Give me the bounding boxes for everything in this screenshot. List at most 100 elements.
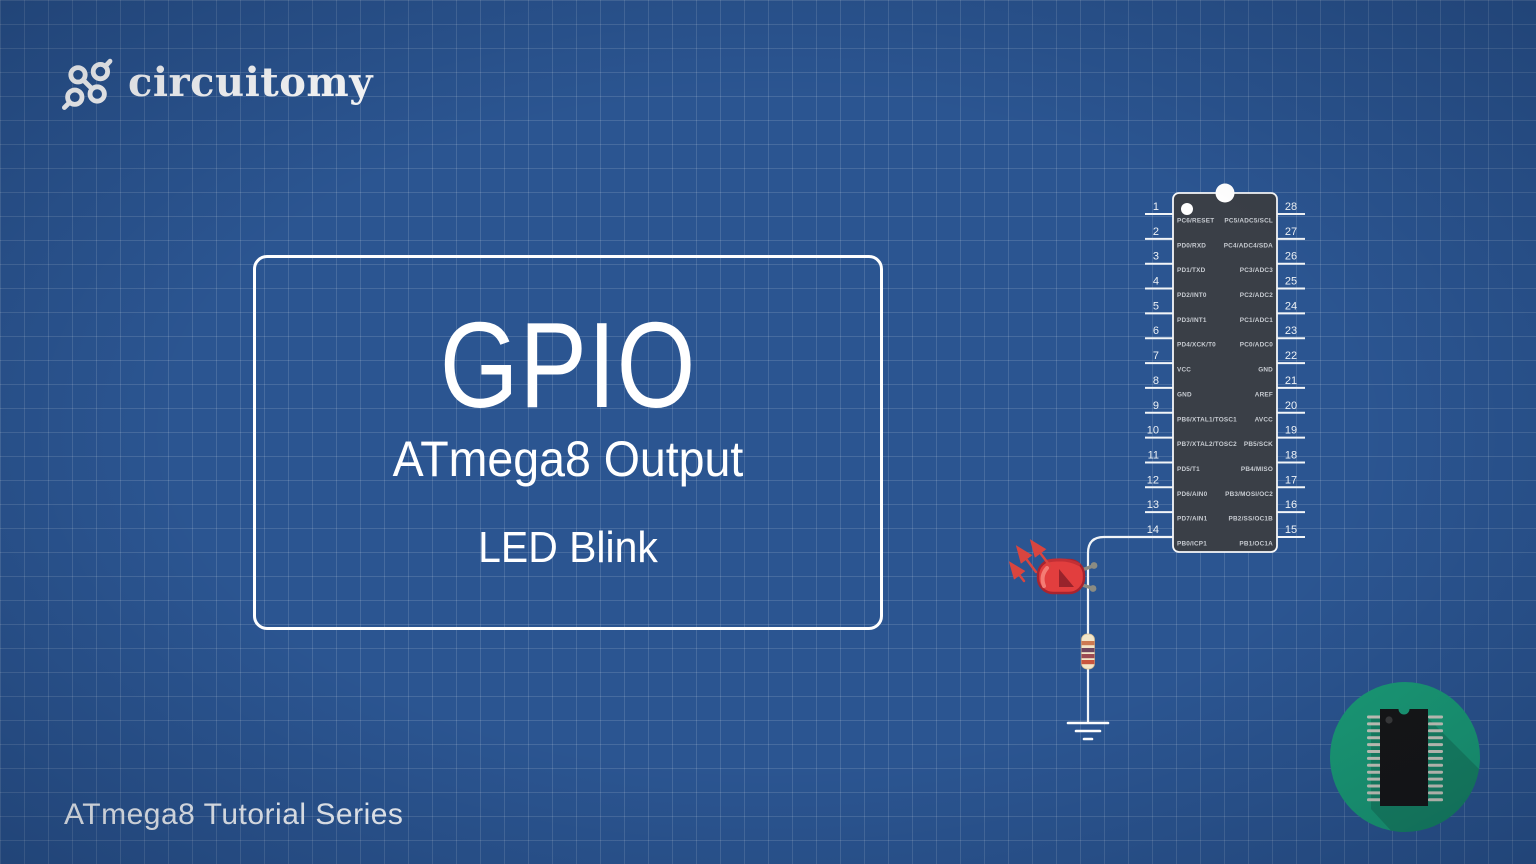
page-topic: LED Blink xyxy=(478,523,658,572)
pin-number-right: 16 xyxy=(1285,499,1297,511)
badge-chip-pin xyxy=(1367,722,1382,726)
pin-label-left: PD3/INT1 xyxy=(1177,317,1207,324)
title-card: GPIO ATmega8 Output LED Blink xyxy=(253,255,883,630)
pin14-wire xyxy=(1086,535,1173,723)
pin-label-left: PB7/XTAL2/TOSC2 xyxy=(1177,441,1237,448)
dip-chip-badge xyxy=(1330,682,1480,832)
pin-number-right: 15 xyxy=(1285,524,1297,536)
pin-label-right: PB4/MISO xyxy=(1241,466,1273,473)
pin-label-right: PB2/SS/OC1B xyxy=(1229,516,1274,523)
pin-number-left: 14 xyxy=(1147,524,1159,536)
pin-label-left: PD5/T1 xyxy=(1177,466,1200,473)
pin-number-right: 25 xyxy=(1285,276,1297,288)
pin-number-right: 27 xyxy=(1285,226,1297,238)
pin-number-left: 10 xyxy=(1147,425,1159,437)
badge-chip-pin xyxy=(1367,784,1382,788)
badge-chip-pin xyxy=(1367,729,1382,733)
badge-chip-pin xyxy=(1367,791,1382,795)
pin-number-left: 6 xyxy=(1153,325,1159,337)
pin-label-left: GND xyxy=(1177,391,1192,398)
pin-number-left: 3 xyxy=(1153,251,1159,263)
pin-number-right: 19 xyxy=(1285,425,1297,437)
pin-number-right: 20 xyxy=(1285,400,1297,412)
badge-chip-pin xyxy=(1367,798,1382,802)
badge-chip-pin xyxy=(1428,750,1443,753)
pin-number-left: 4 xyxy=(1153,276,1159,288)
pin-number-left: 9 xyxy=(1153,400,1159,412)
pin-number-left: 5 xyxy=(1153,300,1159,312)
pin-label-left: PD4/XCK/T0 xyxy=(1177,342,1216,349)
pin-label-left: PD0/RXD xyxy=(1177,242,1206,249)
pin-label-right: PC2/ADC2 xyxy=(1240,292,1273,299)
pin-number-right: 26 xyxy=(1285,251,1297,263)
pin-number-right: 28 xyxy=(1285,201,1297,213)
pin1-dot xyxy=(1181,203,1193,215)
badge-chip-pin xyxy=(1428,736,1443,740)
pin-label-left: PB6/XTAL1/TOSC1 xyxy=(1177,416,1237,423)
pin-label-left: PD7/AIN1 xyxy=(1177,516,1208,523)
badge-chip-pin xyxy=(1367,777,1382,781)
pin-label-right: PC0/ADC0 xyxy=(1240,342,1273,349)
pin-number-right: 21 xyxy=(1285,375,1297,387)
pin-label-right: PB1/OC1A xyxy=(1239,540,1273,547)
pin-number-right: 23 xyxy=(1285,325,1297,337)
badge-chip-pin xyxy=(1367,750,1382,753)
pin-number-right: 18 xyxy=(1285,449,1297,461)
pin-number-left: 11 xyxy=(1148,449,1159,461)
pin-label-right: GND xyxy=(1258,367,1273,374)
pin-number-left: 12 xyxy=(1147,474,1159,486)
badge-chip-pin xyxy=(1428,784,1443,788)
badge-chip-pin xyxy=(1367,743,1382,747)
badge-chip-pin xyxy=(1428,743,1443,747)
resistor-icon xyxy=(1081,633,1095,670)
brand-header: circuitomy xyxy=(58,54,373,110)
badge-chip-pin xyxy=(1428,722,1443,726)
pin-label-left: PD1/TXD xyxy=(1177,267,1206,274)
badge-chip-pin xyxy=(1428,798,1443,802)
chip-notch xyxy=(1215,183,1235,203)
pin-label-left: PB0/ICP1 xyxy=(1177,540,1207,547)
series-label: ATmega8 Tutorial Series xyxy=(64,798,404,831)
badge-chip-pin xyxy=(1367,763,1382,767)
pin-number-left: 1 xyxy=(1153,201,1159,213)
ground-symbol-icon xyxy=(1066,721,1110,741)
badge-chip-pin xyxy=(1367,715,1382,719)
badge-chip-pin xyxy=(1428,791,1443,795)
pin-label-left: PD6/AIN0 xyxy=(1177,491,1208,498)
badge-chip-pin xyxy=(1428,770,1443,774)
pin-number-left: 7 xyxy=(1153,350,1159,362)
badge-chip-pin xyxy=(1367,756,1382,760)
pin-label-right: PB5/SCK xyxy=(1244,441,1273,448)
dip-chip-icon xyxy=(1367,703,1443,806)
light-arrows-icon xyxy=(1008,539,1052,583)
pin-number-left: 2 xyxy=(1153,226,1159,238)
badge-chip-pin xyxy=(1428,756,1443,760)
pin-label-right: AREF xyxy=(1255,391,1273,398)
brand-name: circuitomy xyxy=(128,58,373,106)
badge-chip-pin xyxy=(1428,729,1443,733)
pin-label-right: PC3/ADC3 xyxy=(1240,267,1273,274)
pin-label-right: PC1/ADC1 xyxy=(1240,317,1273,324)
badge-chip-pin xyxy=(1428,763,1443,767)
pin-label-right: PB3/MOSI/OC2 xyxy=(1225,491,1273,498)
pin-label-right: PC5/ADC5/SCL xyxy=(1224,218,1273,225)
red-led-icon xyxy=(1036,558,1098,595)
pin-number-right: 22 xyxy=(1285,350,1297,362)
pin-number-right: 17 xyxy=(1285,474,1297,486)
pin-label-right: AVCC xyxy=(1255,416,1274,423)
circuit-nodes-logo-icon xyxy=(58,54,114,110)
pin-label-left: VCC xyxy=(1177,367,1191,374)
badge-chip-pin xyxy=(1367,770,1382,774)
pin-number-left: 13 xyxy=(1147,499,1159,511)
badge-chip-pin xyxy=(1428,715,1443,719)
page-subtitle: ATmega8 Output xyxy=(392,431,744,487)
badge-chip-pin xyxy=(1367,736,1382,740)
pin-number-right: 24 xyxy=(1285,300,1297,312)
pin-label-right: PC4/ADC4/SDA xyxy=(1224,242,1273,249)
pin-label-left: PC6/RESET xyxy=(1177,218,1214,225)
pin-label-left: PD2/INT0 xyxy=(1177,292,1207,299)
page-title: GPIO xyxy=(439,297,697,433)
